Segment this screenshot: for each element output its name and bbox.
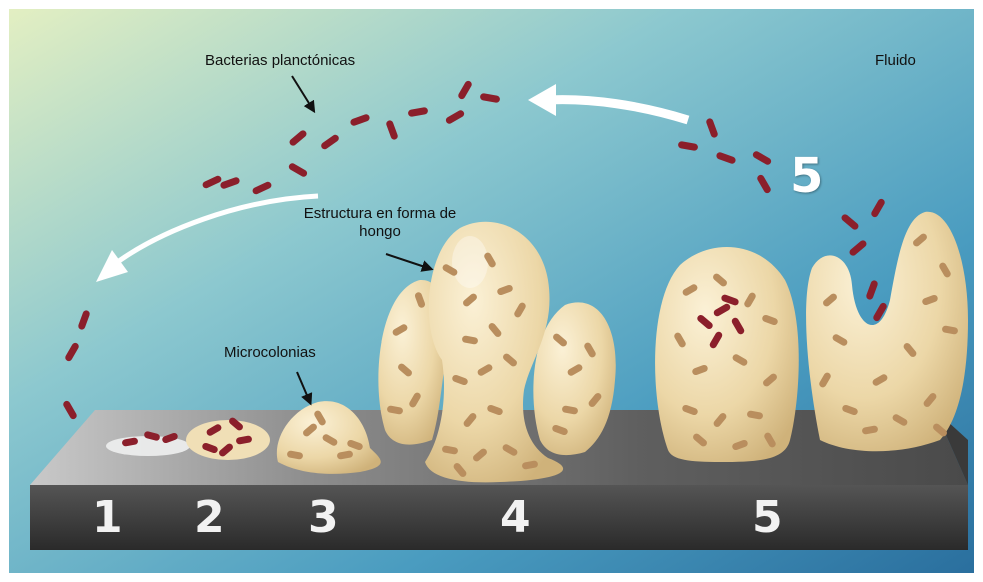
label-fluid: Fluido [875, 52, 916, 70]
label-planktonic-bacteria: Bacterias planctónicas [205, 52, 355, 70]
stage5-structure-left [655, 247, 799, 462]
stage2-patch [186, 420, 270, 460]
stage-number-3: 3 [308, 496, 339, 540]
surface-side [30, 485, 968, 550]
stage1-patch [106, 436, 190, 456]
stage-number-4: 4 [500, 496, 531, 540]
label-mushroom-structure: Estructura en forma de hongo [295, 205, 465, 241]
stage-number-5: 5 [752, 496, 783, 540]
label-microcolonies: Microcolonias [224, 344, 316, 362]
stage-number-2: 2 [194, 496, 225, 540]
flow-stage-number: 5 [790, 152, 823, 200]
stage-number-1: 1 [92, 496, 123, 540]
